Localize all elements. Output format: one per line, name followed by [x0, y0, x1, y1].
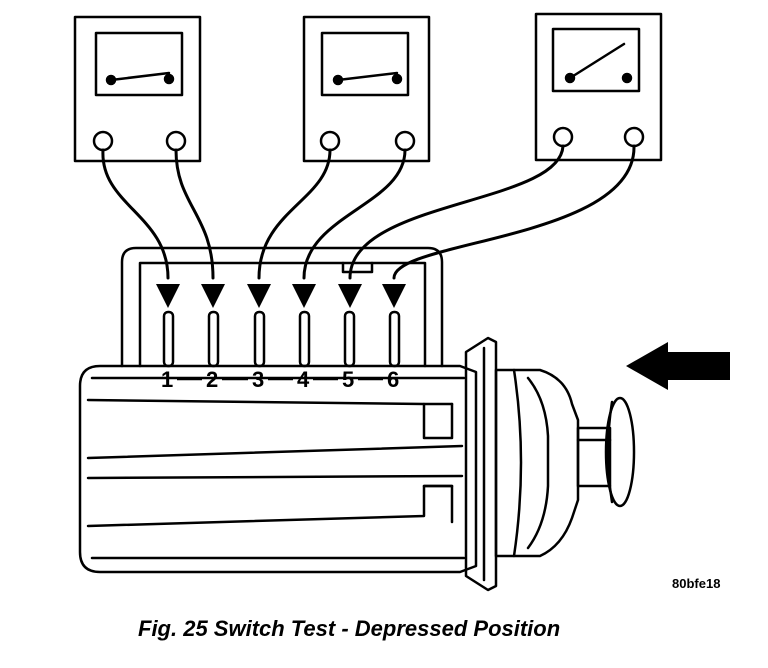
meter-3-switch-symbol-open	[564, 42, 633, 84]
meter-1-terminal-left	[92, 130, 114, 152]
plunger-housing-detail	[526, 376, 550, 550]
plunger-cap	[604, 396, 636, 508]
connector-shroud	[120, 246, 444, 368]
pin-label-5: 5	[342, 367, 354, 392]
flange-plate	[464, 336, 498, 592]
meter-3	[534, 12, 663, 162]
pin-label-6: 6	[387, 367, 399, 392]
lead-meter3-pin6	[392, 144, 636, 280]
arrow-pin-1	[156, 284, 180, 308]
pin-2	[207, 310, 220, 368]
meter-2-display	[320, 31, 410, 97]
test-leads	[101, 144, 636, 280]
body-groove-upper	[86, 398, 454, 440]
meter-3-case	[534, 12, 663, 162]
meter-1-case	[73, 15, 202, 163]
shroud-key	[341, 261, 374, 274]
shroud-inner	[138, 261, 427, 368]
plunger-shaft	[576, 426, 612, 488]
pin-label-2: 2	[206, 367, 218, 392]
lead-meter2-pin3	[257, 148, 332, 280]
pin-1	[162, 310, 175, 368]
meter-2-case	[302, 15, 431, 163]
pin-label-4: 4	[297, 367, 310, 392]
meter-3-terminal-left	[552, 126, 574, 148]
plunger-housing-ring	[512, 368, 523, 558]
body-rib-middle-bottom	[86, 474, 464, 480]
meter-1-switch-symbol-closed	[105, 71, 175, 86]
meter-2-switch-symbol-closed	[332, 71, 403, 86]
plunger-cap-rim	[606, 400, 614, 504]
figure-code: 80bfe18	[672, 576, 720, 591]
lead-meter1-pin2	[174, 148, 215, 280]
plunger-assembly	[494, 368, 636, 558]
switch-body	[78, 364, 478, 574]
lead-meter3-pin5	[348, 144, 565, 280]
lead-meter2-pin4	[302, 148, 407, 280]
pin-4	[298, 310, 311, 368]
arrow-pin-4	[292, 284, 316, 308]
pin-6	[388, 310, 401, 368]
figure-caption: Fig. 25 Switch Test - Depressed Position	[138, 616, 561, 641]
arrow-pin-3	[247, 284, 271, 308]
arrow-pin-6	[382, 284, 406, 308]
meter-1	[73, 15, 202, 163]
terminal-pins	[162, 310, 401, 368]
body-rib-middle-top	[86, 444, 464, 460]
pin-3	[253, 310, 266, 368]
push-direction-arrow	[626, 342, 730, 390]
meter-3-terminal-right	[623, 126, 645, 148]
pin-label-1: 1	[161, 367, 173, 392]
pin-5	[343, 310, 356, 368]
pin-label-3: 3	[252, 367, 264, 392]
mounting-flange	[464, 336, 498, 592]
arrow-pin-2	[201, 284, 225, 308]
meter-2	[302, 15, 431, 163]
shroud-outer	[120, 246, 444, 368]
arrow-pin-5	[338, 284, 362, 308]
meter-2-terminal-right	[394, 130, 416, 152]
pin-labels: 1 2 3 4 5 6	[161, 367, 399, 392]
plunger-housing	[494, 368, 580, 558]
meter-3-display	[551, 27, 641, 93]
meter-1-display	[94, 31, 184, 97]
lead-arrowheads	[156, 284, 406, 308]
meter-2-terminal-left	[319, 130, 341, 152]
meter-1-terminal-right	[165, 130, 187, 152]
body-groove-lower	[86, 484, 454, 528]
body-outline	[78, 364, 478, 574]
lead-meter1-pin1	[101, 148, 170, 280]
